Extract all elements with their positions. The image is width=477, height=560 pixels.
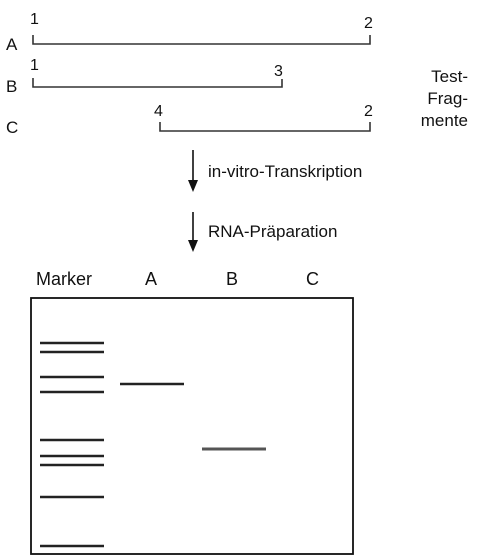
test-fragmente-label: Test- Frag- mente <box>421 67 468 130</box>
lane-label-a: A <box>145 269 157 289</box>
fragment-b-label: B <box>6 77 17 96</box>
step-rna-prep-label: RNA-Präparation <box>208 222 337 241</box>
fragment-a-end: 2 <box>364 15 373 32</box>
fragment-b-start: 1 <box>30 57 39 74</box>
marker-lane <box>40 341 104 548</box>
fragment-b: B 1 3 <box>6 57 283 96</box>
fragment-c-line <box>159 122 371 132</box>
step-rna-prep: RNA-Präparation <box>188 212 337 252</box>
step-transcription: in-vitro-Transkription <box>188 150 362 192</box>
fragment-a-label: A <box>6 35 18 54</box>
test-label-line-3: mente <box>421 111 468 130</box>
fragment-c-start: 4 <box>154 103 163 120</box>
test-label-line-1: Test- <box>431 67 468 86</box>
arrow-head-icon <box>188 180 198 192</box>
fragment-c-label: C <box>6 118 18 137</box>
lane-label-b: B <box>226 269 238 289</box>
lane-label-c: C <box>306 269 319 289</box>
gel-box <box>30 297 354 555</box>
fragment-a-start: 1 <box>30 11 39 28</box>
fragment-c: C 4 2 <box>6 103 373 137</box>
fragment-a-line <box>32 35 371 45</box>
lane-label-marker: Marker <box>36 269 92 289</box>
fragment-a: A 1 2 <box>6 11 373 54</box>
fragment-c-end: 2 <box>364 103 373 120</box>
test-label-line-2: Frag- <box>427 89 468 108</box>
arrow-head-icon <box>188 240 198 252</box>
fragment-b-end: 3 <box>274 63 283 80</box>
fragment-b-line <box>32 78 283 88</box>
step-transcription-label: in-vitro-Transkription <box>208 162 362 181</box>
